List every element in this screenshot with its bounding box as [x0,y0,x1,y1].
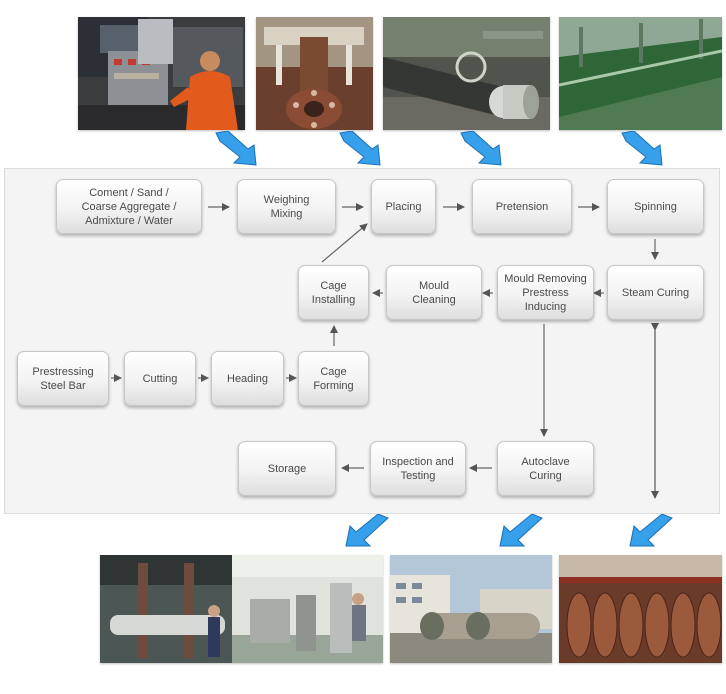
photo-arrow-icon [339,131,381,166]
spinning-node: Spinning [607,179,704,234]
flow-arrow [321,223,368,263]
steam-curing-pool-photo [559,555,722,663]
mixing-plant-photo [256,17,373,130]
raw-materials-node: Coment / Sand / Coarse Aggregate / Admix… [56,179,202,234]
autoclave-curing-node: Autoclave Curing [497,441,594,496]
photo-arrow-icon [215,131,257,166]
cage-forming-node: Cage Forming [298,351,369,406]
photo-arrow-icon [499,514,543,547]
pretension-node: Pretension [472,179,572,234]
weighing-mixing-node: Weighing Mixing [237,179,336,234]
steam-curing-node: Steam Curing [607,265,704,320]
mould-removing-node: Mould Removing Prestress Inducing [497,265,594,320]
photo-arrow-icon [460,131,502,166]
storage-node: Storage [238,441,336,496]
spinning-machine-photo [559,17,722,130]
pretension-machine-photo [383,17,550,130]
cage-installing-node: Cage Installing [298,265,369,320]
photo-arrow-icon [629,514,673,547]
placing-node: Placing [371,179,436,234]
heading-node: Heading [211,351,284,406]
inspection-testing-node: Inspection and Testing [370,441,466,496]
mould-cleaning-node: Mould Cleaning [386,265,482,320]
photo-arrow-icon [621,131,663,166]
autoclave-photo [390,555,552,663]
control-room-operator-photo [78,17,245,130]
prestressing-steel-bar-node: Prestressing Steel Bar [17,351,109,406]
cutting-node: Cutting [124,351,196,406]
testing-lab-photo [100,555,383,663]
photo-arrow-icon [345,514,389,547]
